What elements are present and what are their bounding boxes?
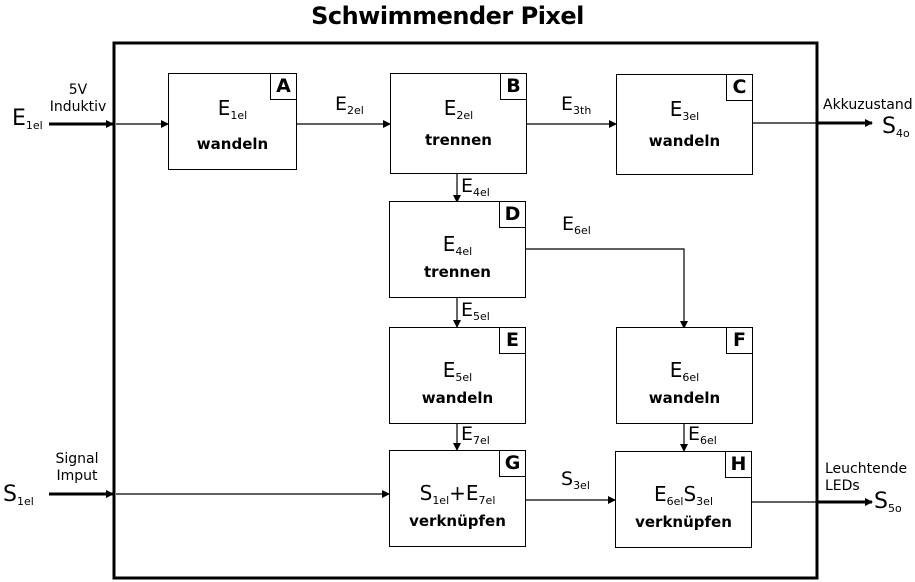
flow-label-e-g: E7el — [461, 423, 490, 447]
block-quantity: E1el — [217, 96, 248, 122]
block-g[interactable]: G S1el+E7el verknüpfen — [389, 450, 526, 547]
block-tag: D — [499, 202, 525, 228]
block-tag: F — [726, 328, 752, 354]
block-d[interactable]: D E4el trennen — [389, 201, 526, 298]
block-h[interactable]: H E6elS3el verknüpfen — [615, 451, 752, 548]
block-tag: B — [500, 74, 526, 100]
block-tag: G — [499, 451, 525, 477]
flow-label-b-c: E3th — [561, 93, 592, 117]
block-tag: C — [726, 75, 752, 101]
block-function: trennen — [425, 131, 492, 149]
block-e[interactable]: E E5el wandeln — [389, 327, 526, 424]
block-quantity: S1el+E7el — [419, 481, 496, 507]
block-function: wandeln — [648, 132, 721, 150]
input-energy-symbol: E1el — [12, 106, 43, 132]
flow-label-d-f: E6el — [562, 213, 591, 237]
block-function: wandeln — [196, 135, 269, 153]
block-function: wandeln — [421, 389, 494, 407]
flow-label-d-e: E5el — [461, 299, 490, 323]
block-c[interactable]: C E3el wandeln — [616, 74, 753, 175]
arrow-D-F — [526, 248, 688, 329]
block-tag: A — [270, 74, 296, 100]
block-quantity: E2el — [443, 96, 474, 122]
block-quantity: E5el — [442, 358, 473, 384]
flow-label-g-h: S3el — [561, 468, 590, 492]
block-b[interactable]: B E2el trennen — [390, 73, 527, 174]
flow-label-f-h: E6el — [688, 423, 717, 447]
flow-label-b-d: E4el — [461, 175, 490, 199]
block-quantity: E3el — [669, 97, 700, 123]
block-function: verknüpfen — [635, 513, 732, 531]
block-quantity: E4el — [442, 232, 473, 258]
block-function: verknüpfen — [409, 512, 506, 530]
block-quantity: E6elS3el — [654, 482, 713, 508]
input-signal-symbol: S1el — [3, 482, 34, 508]
block-tag: E — [499, 328, 525, 354]
flow-label-a-b: E2el — [335, 93, 364, 117]
output-leds-symbol: S5o — [874, 489, 902, 515]
block-f[interactable]: F E6el wandeln — [616, 327, 753, 424]
system-boundary — [112, 41, 819, 580]
block-a[interactable]: A E1el wandeln — [168, 73, 297, 170]
block-tag: H — [725, 452, 751, 478]
block-function: wandeln — [648, 389, 721, 407]
block-quantity: E6el — [669, 358, 700, 384]
output-battery-label: Akkuzustand — [823, 97, 913, 113]
output-battery-symbol: S4o — [882, 114, 910, 140]
diagram-title: Schwimmender Pixel — [311, 2, 584, 30]
block-function: trennen — [424, 263, 491, 281]
